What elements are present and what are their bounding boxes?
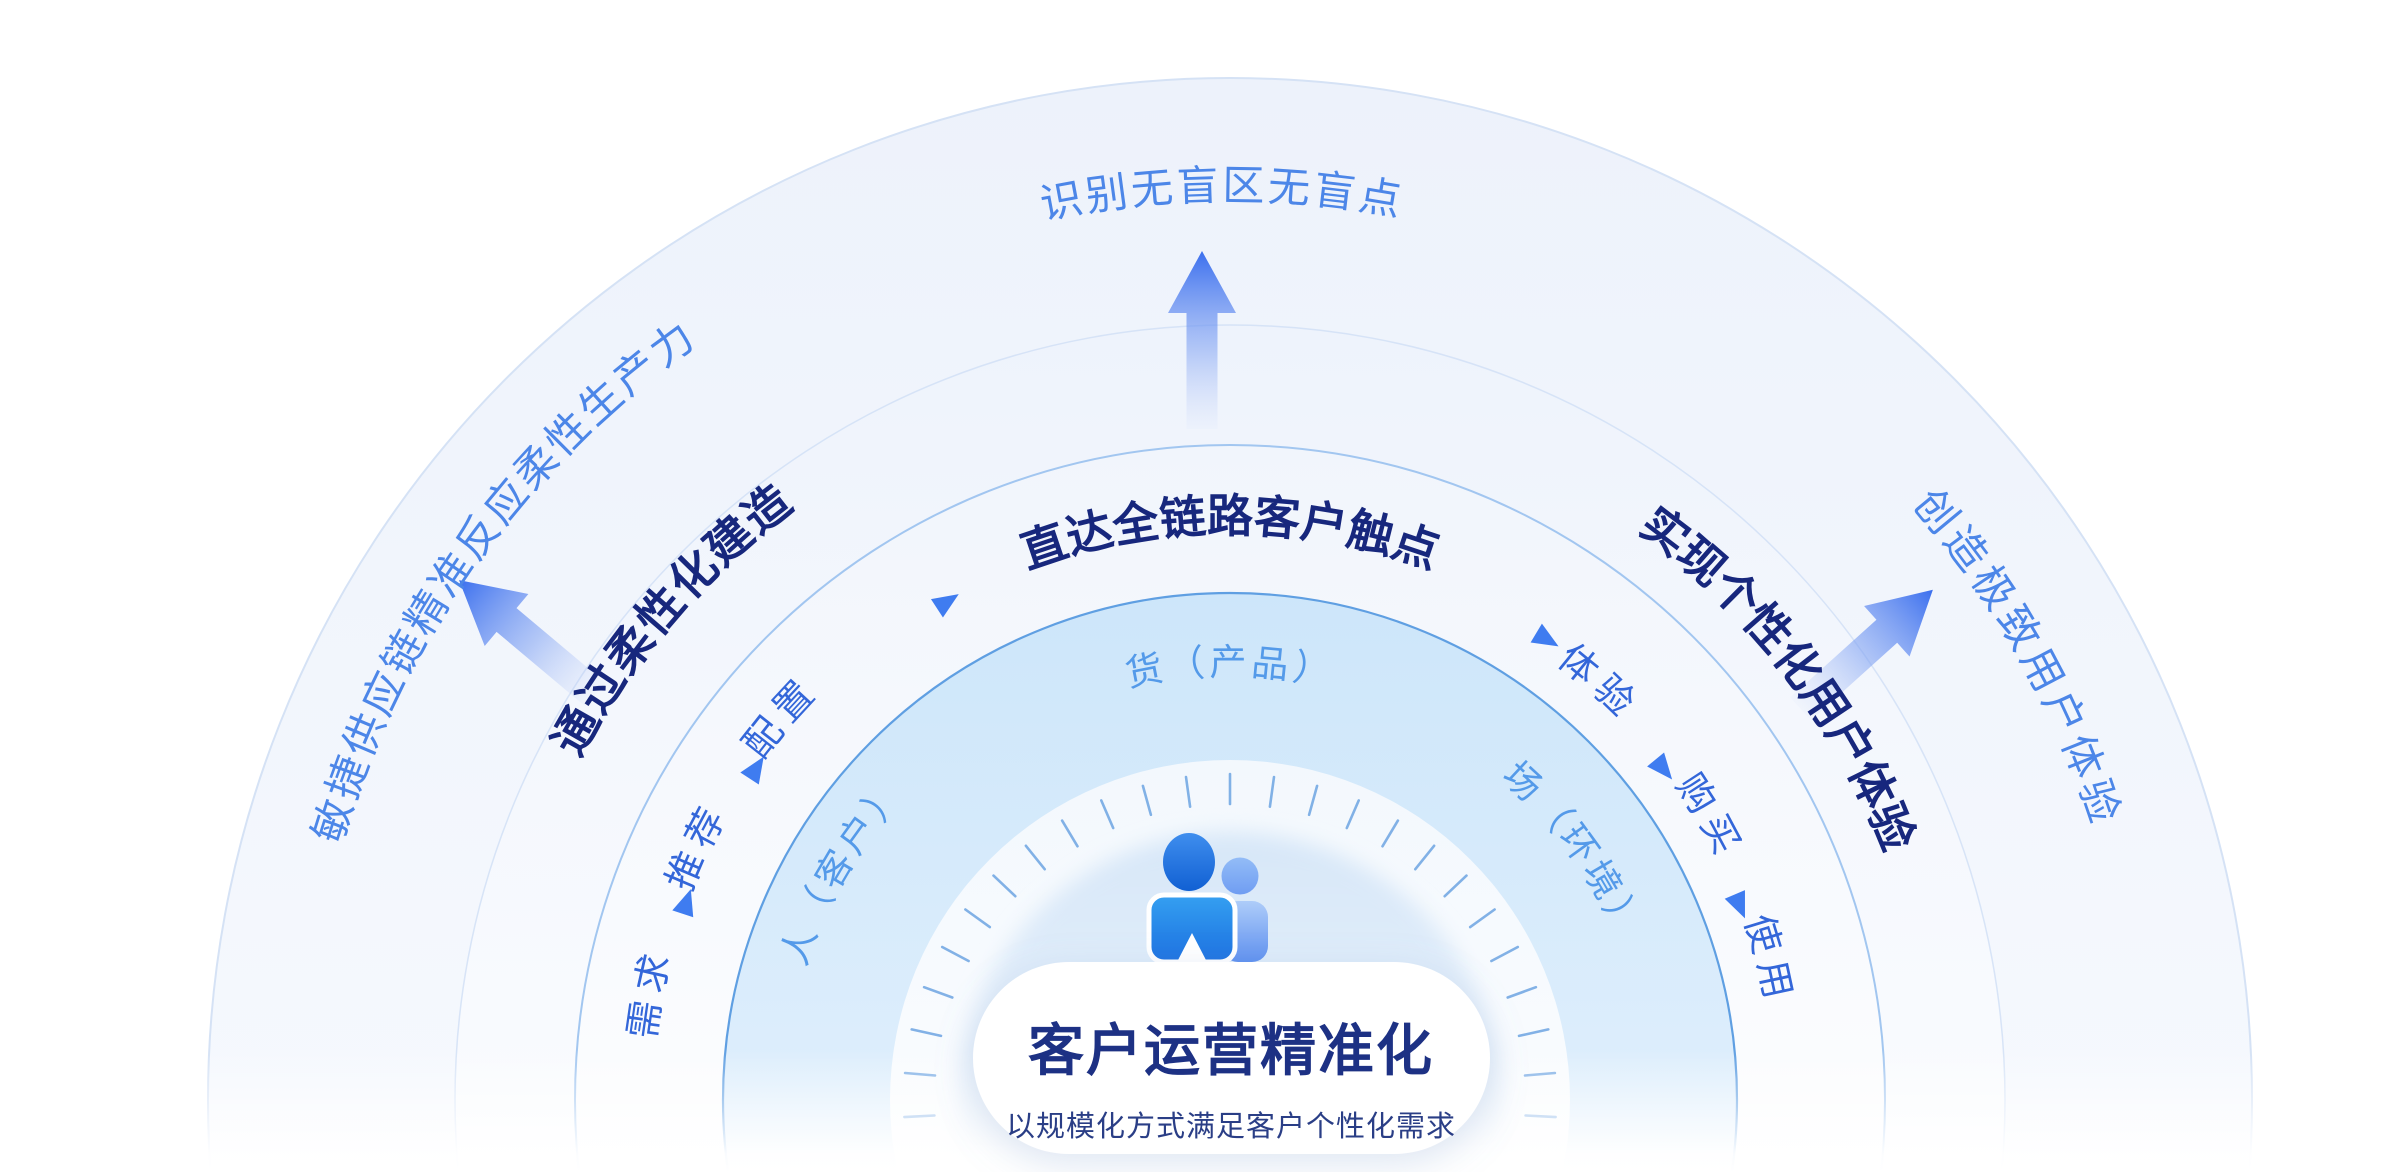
chain-arrow-3 (1473, 594, 1559, 647)
chain-arrow-1 (725, 756, 764, 815)
chain-arrow-0 (667, 889, 694, 955)
big-person-head (1163, 833, 1215, 891)
chain-arrow-4 (1627, 725, 1673, 780)
arrow-outward-left (459, 580, 606, 707)
chain-arrow-5 (1716, 854, 1745, 919)
card-pill (973, 962, 1490, 1154)
arrow-outward-right (1790, 589, 1933, 721)
body-notch (1177, 933, 1207, 962)
card-subtitle: 以规模化方式满足客户个性化需求 (1006, 1110, 1456, 1143)
small-person-head (1221, 857, 1259, 895)
people-icon (1146, 833, 1268, 965)
arrow-outward-top (1168, 251, 1236, 429)
card-title: 客户运营精准化 (1028, 1019, 1434, 1082)
chain-arrow-2 (875, 594, 959, 650)
